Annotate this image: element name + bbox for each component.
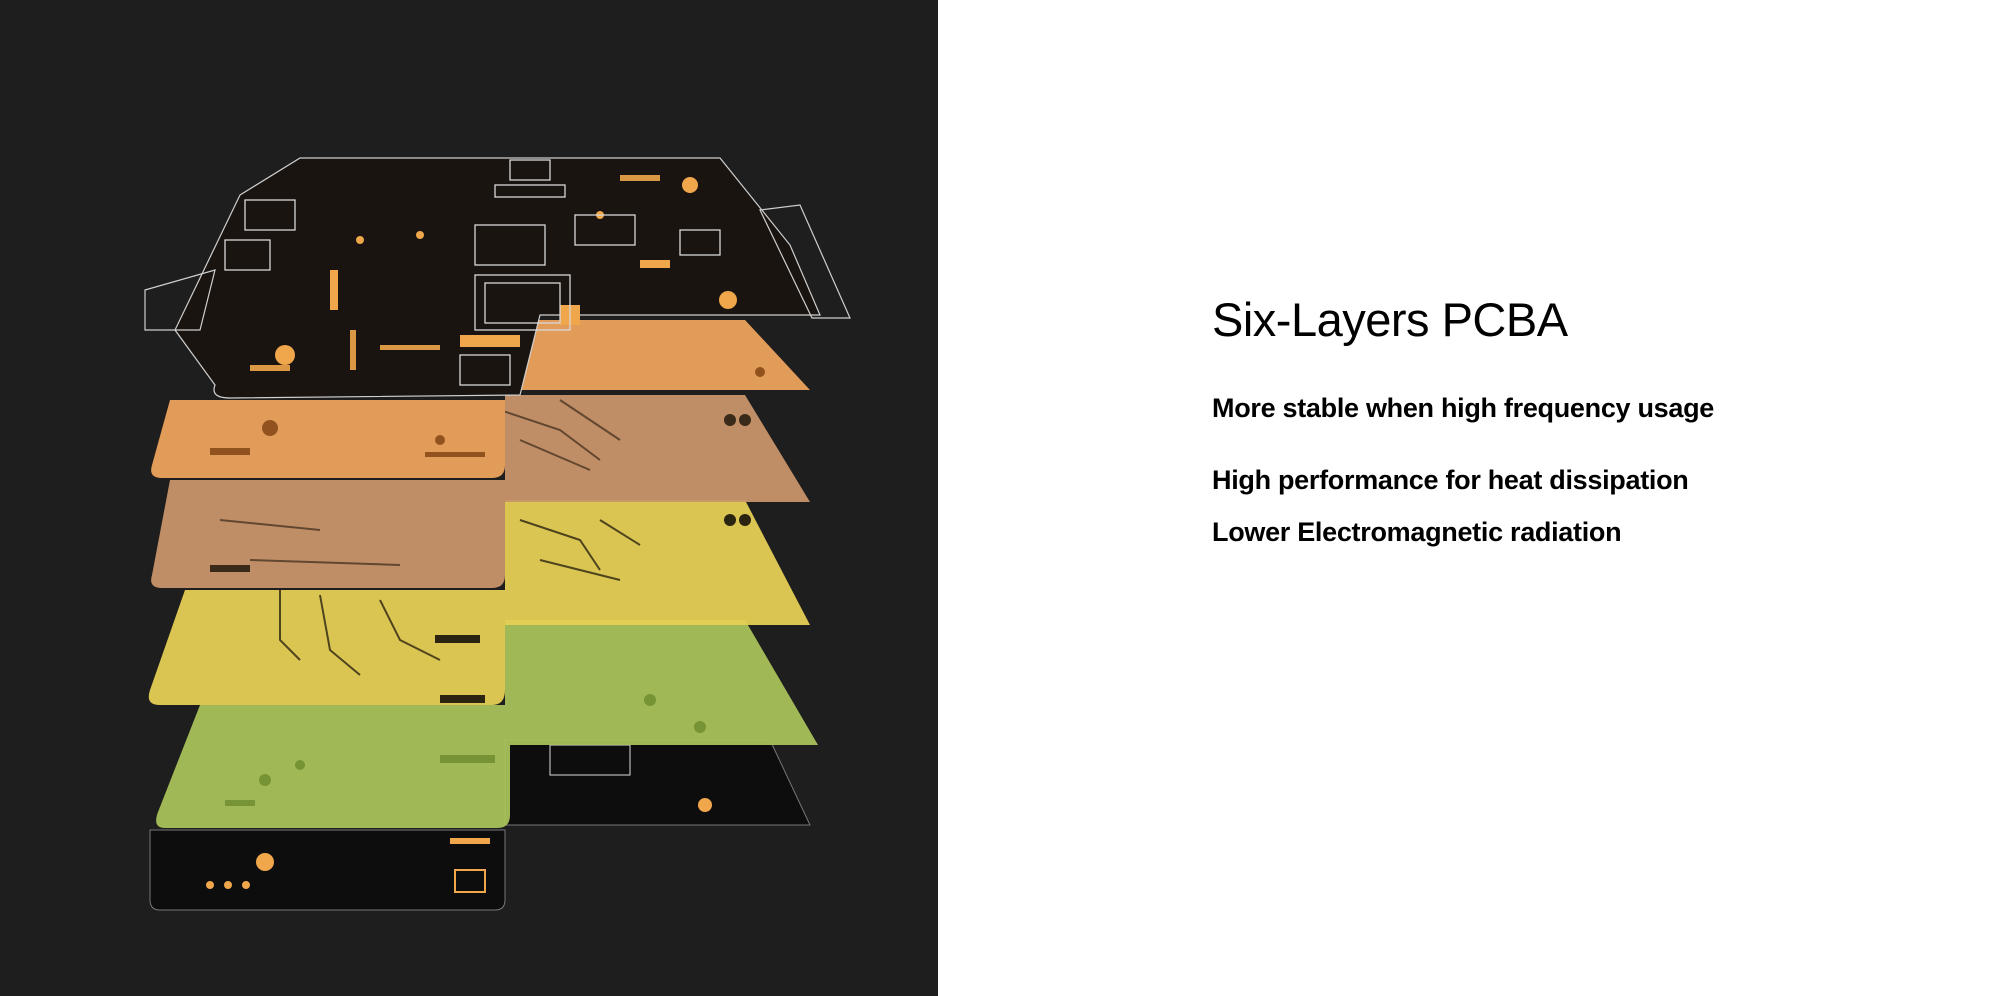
pcb-layer-1-connector-right xyxy=(759,204,851,319)
feature-emr: Lower Electromagnetic radiation xyxy=(1212,517,1622,547)
pcb-layer-6-right xyxy=(504,739,811,826)
pcb-layer-3 xyxy=(151,395,811,588)
pcb-layers-illustration xyxy=(144,157,851,911)
page-title: Six-Layers PCBA xyxy=(1212,293,1568,346)
pcb-layer-5 xyxy=(156,620,819,828)
pcb-layer-1 xyxy=(174,157,821,399)
feature-high-frequency: More stable when high frequency usage xyxy=(1212,393,1715,423)
feature-text-block: Six-Layers PCBA More stable when high fr… xyxy=(1212,290,1714,547)
feature-heat-dissipation: High performance for heat dissipation xyxy=(1212,465,1689,495)
pcb-layer-1-connector-left xyxy=(144,269,216,331)
pcb-layer-2 xyxy=(151,320,811,478)
pcb-illustration-panel xyxy=(0,0,938,996)
pcb-layer-6 xyxy=(149,829,506,911)
pcb-layer-4 xyxy=(148,500,810,705)
